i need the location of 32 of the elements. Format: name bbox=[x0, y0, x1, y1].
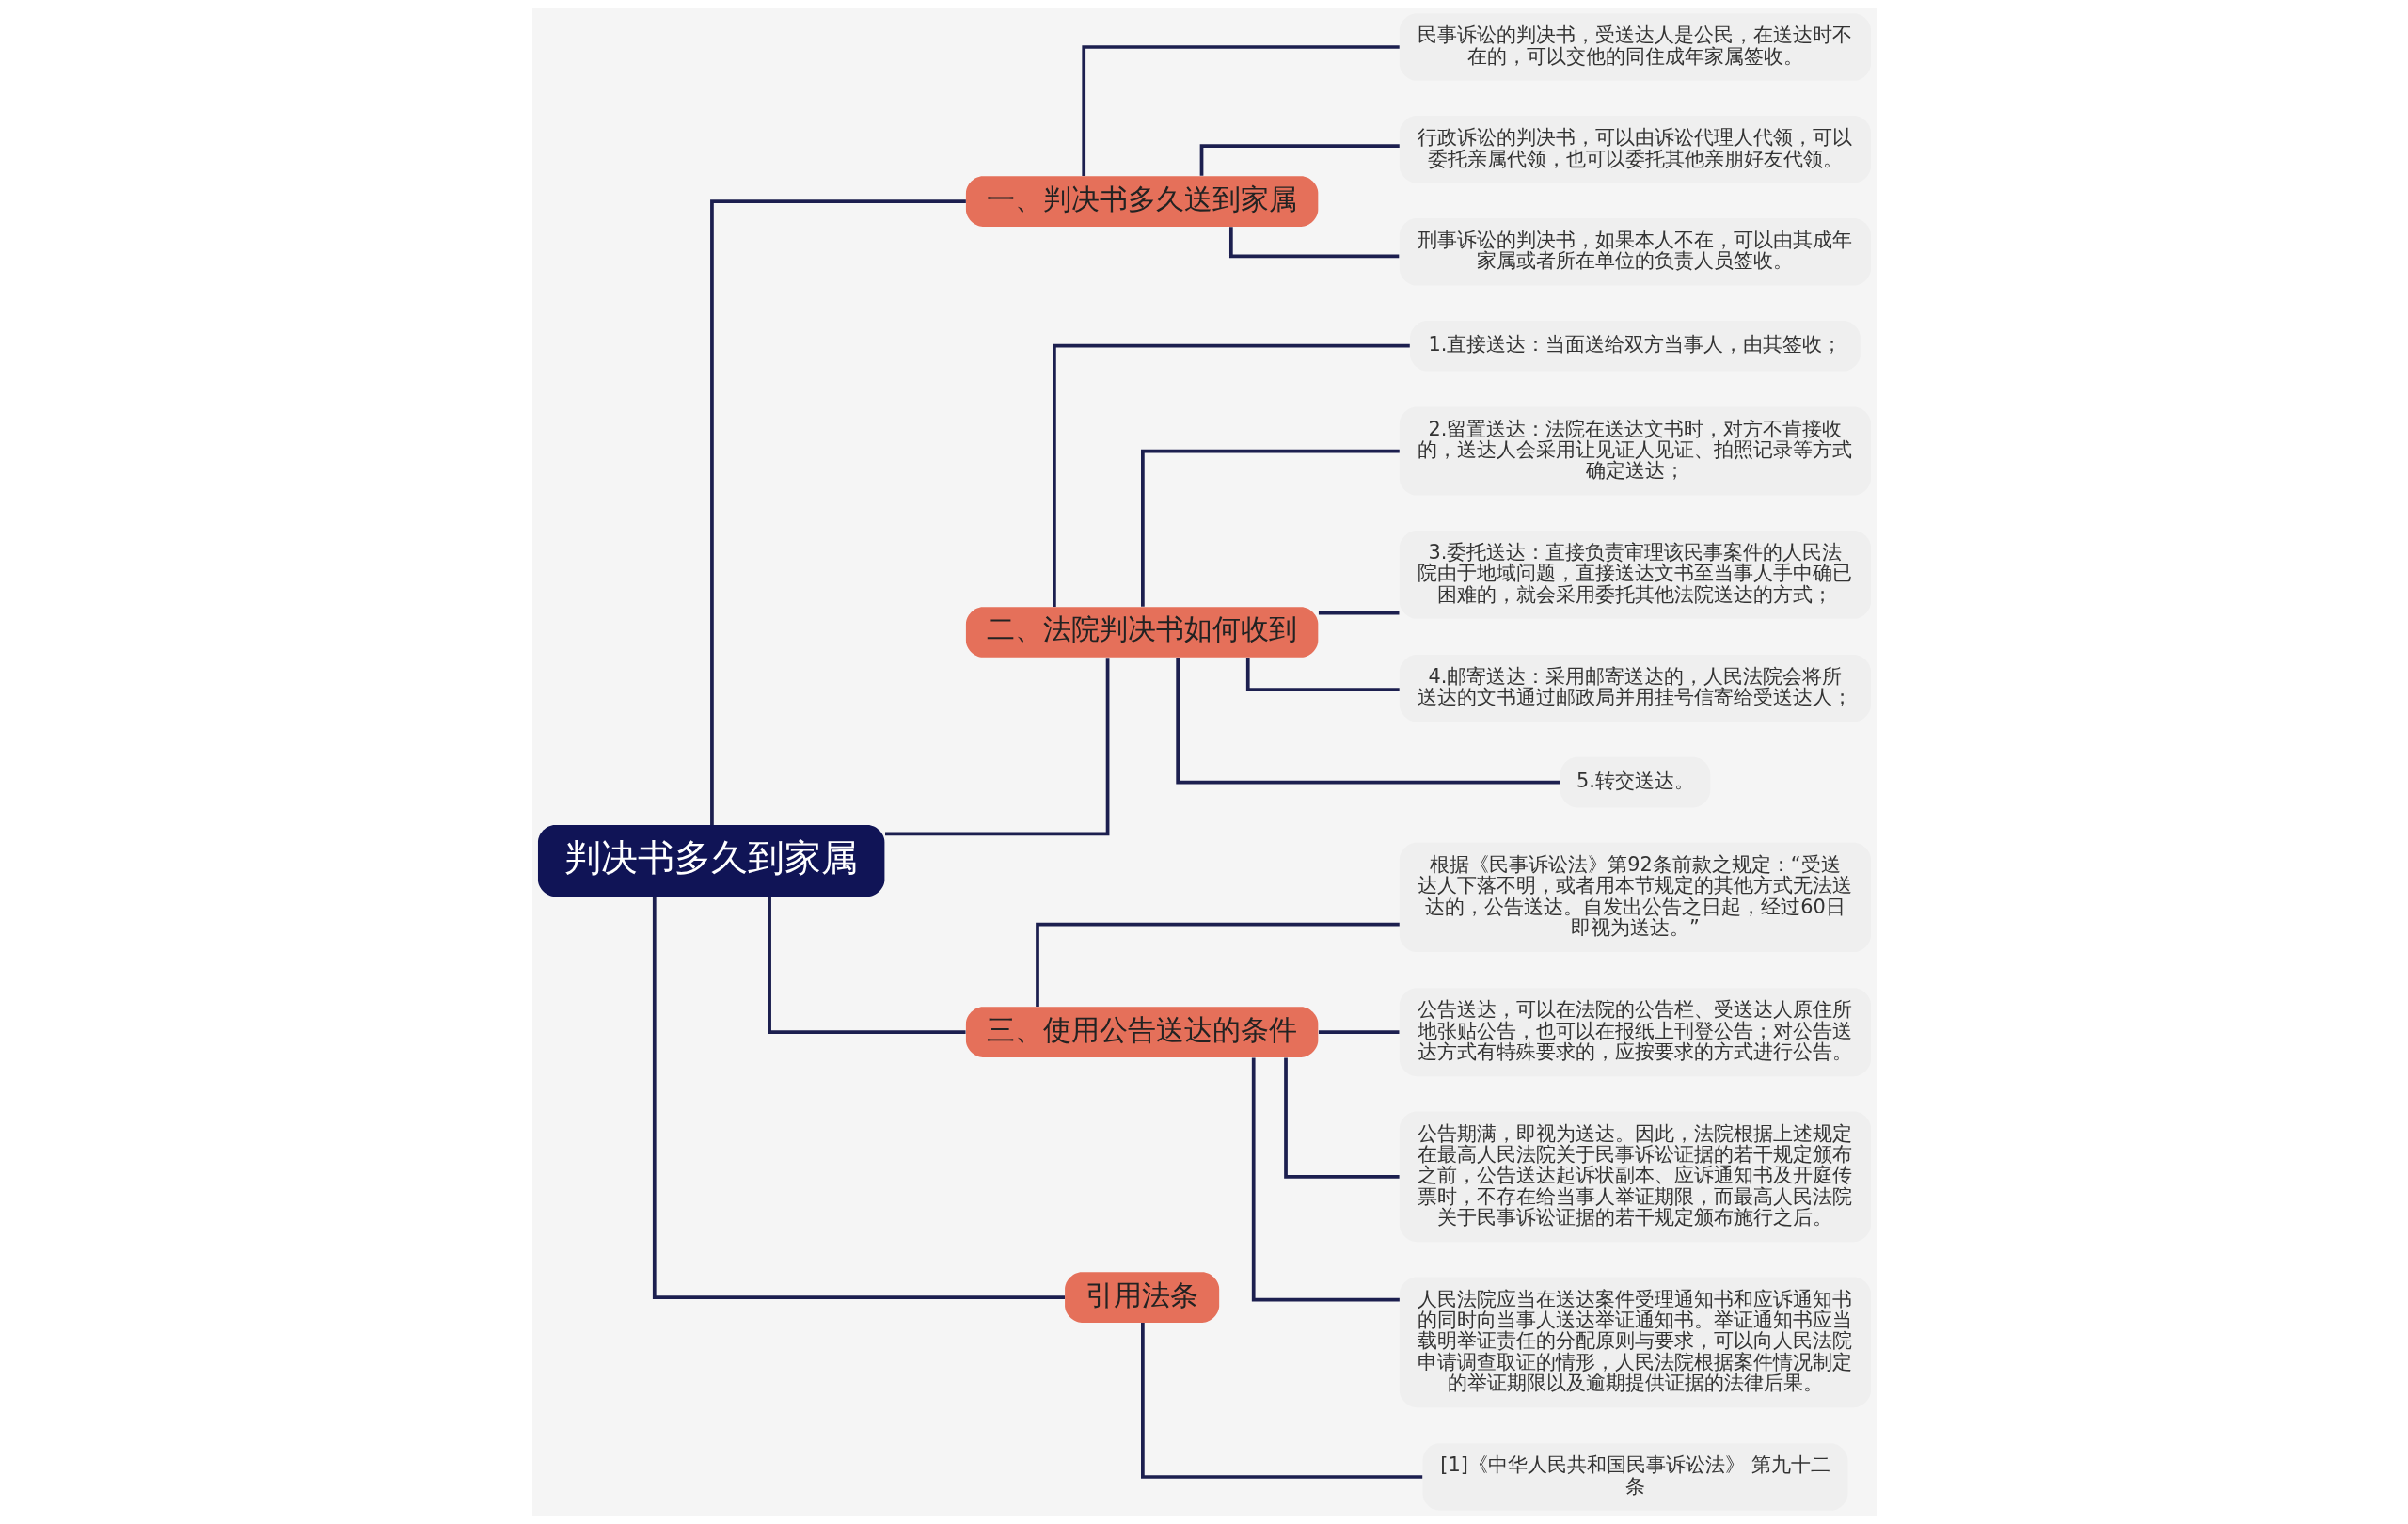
connector bbox=[1140, 1323, 1422, 1479]
connector bbox=[1052, 343, 1410, 607]
node-box: 一、判决书多久送到家属 bbox=[965, 176, 1318, 227]
node-box: 刑事诉讼的判决书，如果本人不在，可以由其成年家属或者所在单位的负责人员签收。 bbox=[1399, 218, 1871, 286]
node-box: 三、使用公告送达的条件 bbox=[965, 1007, 1318, 1057]
connector bbox=[1318, 611, 1399, 615]
node-box: 民事诉讼的判决书，受送达人是公民，在送达时不在的，可以交他的同住成年家属签收。 bbox=[1399, 13, 1871, 81]
node-box: 5.转交送达。 bbox=[1560, 756, 1710, 808]
connector bbox=[767, 897, 966, 1034]
connector bbox=[1140, 449, 1400, 607]
node-box: 判决书多久到家属 bbox=[537, 825, 884, 897]
connector bbox=[1251, 1057, 1400, 1302]
node-box: [1]《中华人民共和国民事诉讼法》 第九十二条 bbox=[1421, 1443, 1847, 1511]
connector bbox=[1081, 45, 1400, 176]
connector bbox=[884, 658, 1109, 836]
node-box: 公告期满，即视为送达。因此，法院根据上述规定在最高人民法院关于民事诉讼证据的若干规定颁布之前，公告送达起诉状副本、应诉通知书及开庭传票时，不存在给当事人举证期限，而最高人民法院关于民事诉讼证据的若干规定颁布施行之后。 bbox=[1399, 1111, 1871, 1243]
connector bbox=[709, 199, 966, 825]
node-box: 公告送达，可以在法院的公告栏、受送达人原住所地张贴公告，也可以在报纸上刊登公告；对公告送达方式有特殊要求的，应按要求的方式进行公告。 bbox=[1399, 988, 1871, 1077]
node-box: 1.直接送达：当面送给双方当事人，由其签收； bbox=[1409, 320, 1861, 372]
node-box: 人民法院应当在送达案件受理通知书和应诉通知书的同时向当事人送达举证通知书。举证通知书应当载明举证责任的分配原则与要求，可以向人民法院申请调查取证的情形，人民法院根据案件情况制定的举证期限以及逾期提供证据的法律后果。 bbox=[1399, 1277, 1871, 1408]
connector bbox=[1283, 1057, 1400, 1179]
node-box: 3.委托送达：直接负责审理该民事案件的人民法院由于地域问题，直接送达文书至当事人手中确已困难的，就会采用委托其他法院送达的方式； bbox=[1399, 530, 1871, 619]
node-box: 2.留置送达：法院在送达文书时，对方不肯接收的，送达人会采用让见证人见证、拍照记录等方式确定送达； bbox=[1399, 406, 1871, 496]
connector bbox=[1175, 658, 1560, 785]
connector bbox=[1318, 1030, 1399, 1034]
node-box: 根据《民事诉讼法》第92条前款之规定：“受送达人下落不明，或者用本节规定的其他方式无法送达的，公告送达。自发出公告之日起，经过60日即视为送达。” bbox=[1399, 842, 1871, 953]
node-box: 引用法条 bbox=[1064, 1272, 1219, 1323]
connector bbox=[1035, 922, 1400, 1007]
node-box: 二、法院判决书如何收到 bbox=[965, 607, 1318, 658]
node-box: 行政诉讼的判决书，可以由诉讼代理人代领，可以委托亲属代领，也可以委托其他亲朋好友代领。 bbox=[1399, 116, 1871, 183]
node-box: 4.邮寄送达：采用邮寄送达的，人民法院会将所送达的文书通过邮政局并用挂号信寄给受送达人； bbox=[1399, 654, 1871, 722]
connector bbox=[652, 897, 1065, 1299]
